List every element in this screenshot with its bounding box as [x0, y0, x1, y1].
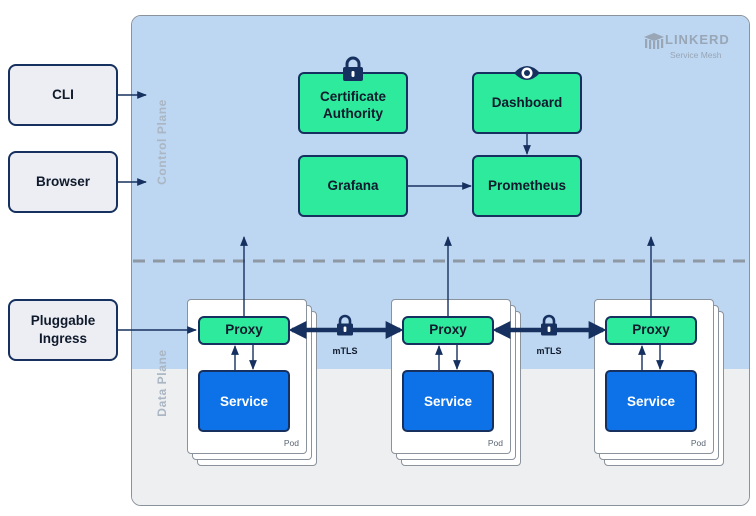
certificate-authority-box: Certificate Authority [298, 72, 408, 134]
dashboard-box: Dashboard [472, 72, 582, 134]
proxy-box: Proxy [605, 316, 697, 345]
pod-label: Pod [690, 438, 706, 448]
linkerd-brand: LINKERD Service Mesh [642, 30, 744, 66]
prometheus-box: Prometheus [472, 155, 582, 217]
service-box: Service [198, 370, 290, 432]
mtls-label: mTLS [332, 346, 358, 356]
lock-icon [343, 56, 363, 81]
lock-icon [337, 314, 353, 336]
brand-tagline: Service Mesh [670, 50, 722, 60]
pluggable-ingress-box: Pluggable Ingress [8, 299, 118, 361]
grafana-box: Grafana [298, 155, 408, 217]
proxy-box: Proxy [402, 316, 494, 345]
mtls-label: mTLS [536, 346, 562, 356]
brand-name: LINKERD [665, 32, 730, 47]
eye-icon [514, 66, 540, 80]
cli-box: CLI [8, 64, 118, 126]
pod-label: Pod [487, 438, 503, 448]
service-box: Service [402, 370, 494, 432]
service-box: Service [605, 370, 697, 432]
pod-label: Pod [283, 438, 299, 448]
proxy-box: Proxy [198, 316, 290, 345]
lock-icon [541, 314, 557, 336]
browser-box: Browser [8, 151, 118, 213]
linkerd-logo-icon [644, 33, 664, 49]
